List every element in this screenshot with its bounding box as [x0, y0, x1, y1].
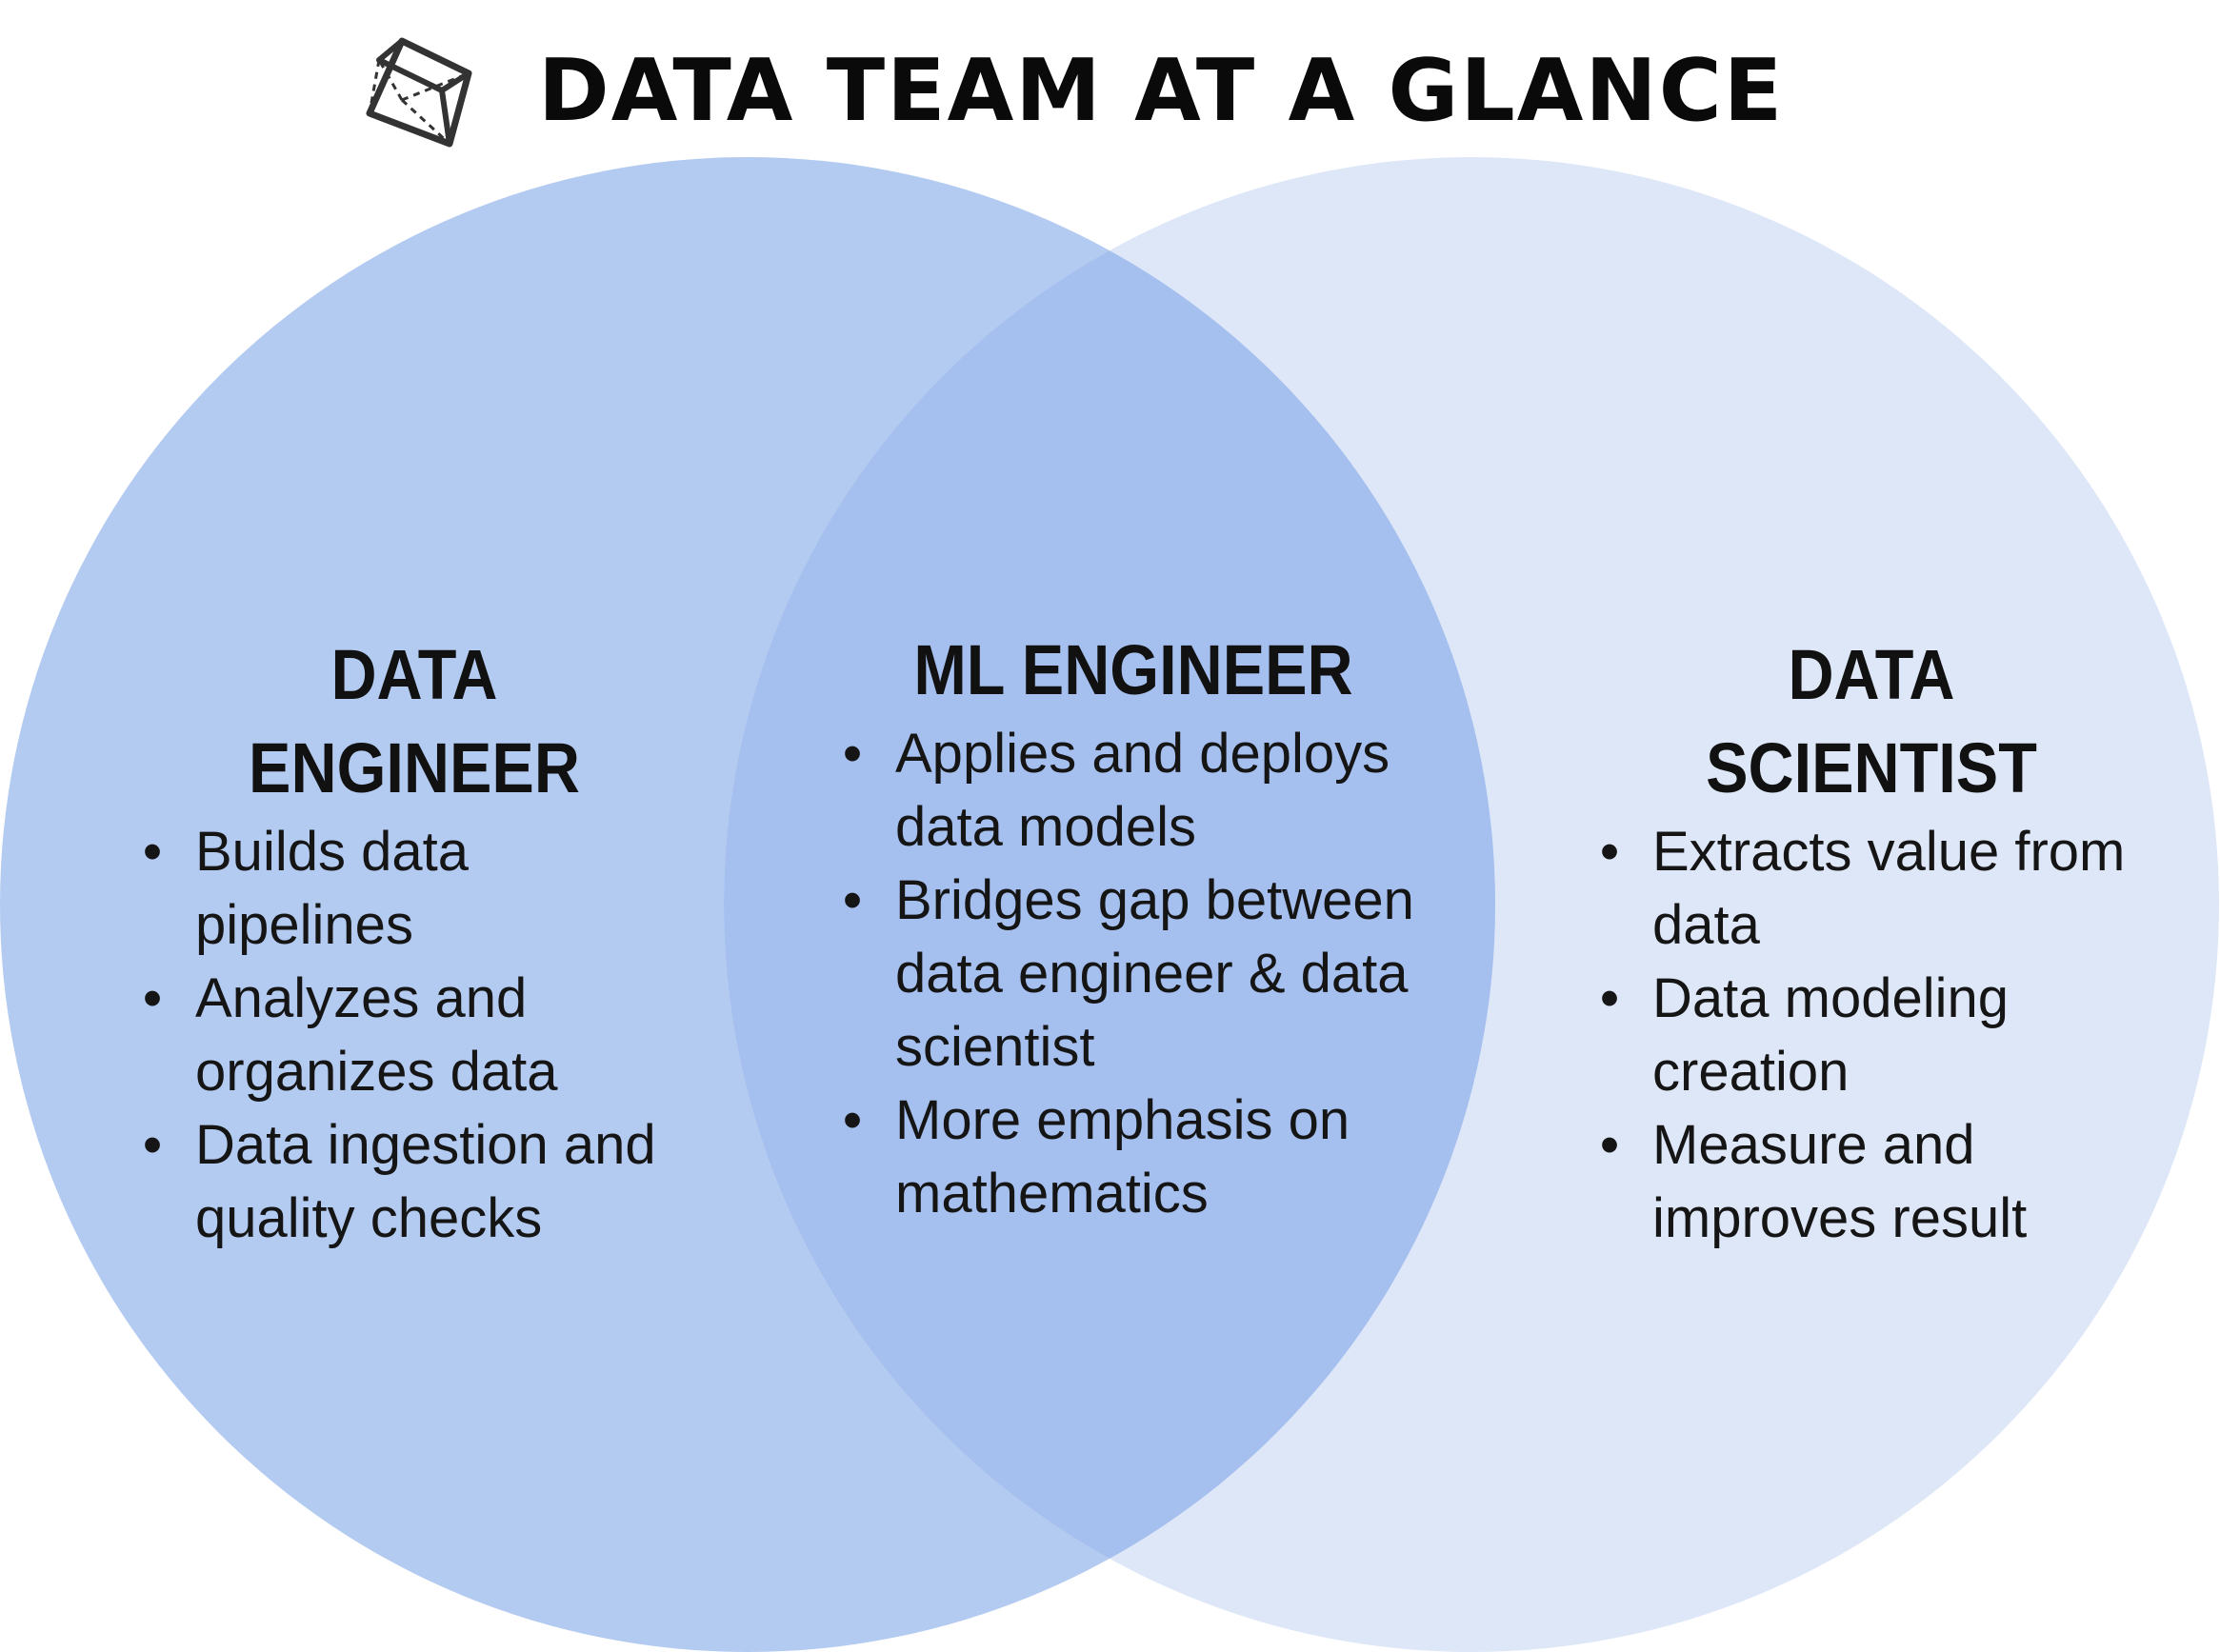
heading-line: DATA — [1788, 635, 1955, 714]
list-item-text: Bridges gap between data engineer & data… — [895, 869, 1414, 1078]
list-item: • Data ingestion and quality checks — [129, 1108, 700, 1255]
bullet-icon: • — [842, 723, 863, 785]
ml-engineer-heading: ML ENGINEER — [859, 624, 1408, 717]
list-item-text: Builds data pipelines — [195, 821, 469, 956]
title-row: DATA TEAM AT A GLANCE — [362, 29, 1784, 152]
list-item-text: Measure and improves result — [1652, 1114, 2028, 1249]
bullet-icon: • — [1599, 1114, 1620, 1176]
data-engineer-list: • Builds data pipelines • Analyzes and org… — [129, 815, 700, 1255]
heading-line: ML ENGINEER — [913, 630, 1353, 709]
list-item: • Applies and deploys data models — [829, 717, 1438, 864]
list-item: • Data modeling creation — [1586, 962, 2157, 1108]
bullet-icon: • — [1599, 821, 1620, 883]
data-scientist-list: • Extracts value from data • Data modeling… — [1586, 815, 2157, 1255]
heading-line: ENGINEER — [249, 728, 580, 807]
cube-icon — [362, 31, 481, 150]
ml-engineer-panel: ML ENGINEER • Applies and deploys data mo… — [829, 624, 1438, 1230]
ml-engineer-overlap — [724, 157, 1495, 1652]
list-item: • Builds data pipelines — [129, 815, 700, 962]
list-item: • Analyzes and organizes data — [129, 962, 700, 1108]
page-title: DATA TEAM AT A GLANCE — [538, 40, 1785, 141]
list-item-text: Data ingestion and quality checks — [195, 1114, 656, 1249]
list-item: • Extracts value from data — [1586, 815, 2157, 962]
ml-engineer-list: • Applies and deploys data models • Bridge… — [829, 717, 1438, 1230]
list-item: • Measure and improves result — [1586, 1108, 2157, 1255]
list-item-text: More emphasis on mathematics — [895, 1089, 1350, 1224]
heading-line: DATA — [330, 635, 498, 714]
list-item-text: Data modeling creation — [1652, 967, 2009, 1103]
bullet-icon: • — [1599, 967, 1620, 1029]
list-item-text: Extracts value from data — [1652, 821, 2126, 956]
list-item-text: Analyzes and organizes data — [195, 967, 558, 1103]
data-scientist-heading: DATA SCIENTIST — [1614, 628, 2129, 815]
bullet-icon: • — [142, 821, 163, 883]
list-item-text: Applies and deploys data models — [895, 723, 1390, 858]
data-engineer-panel: DATA ENGINEER • Builds data pipelines • An… — [129, 628, 700, 1255]
heading-line: SCIENTIST — [1706, 728, 2037, 807]
data-scientist-panel: DATA SCIENTIST • Extracts value from data… — [1586, 628, 2157, 1255]
data-engineer-heading: DATA ENGINEER — [157, 628, 671, 815]
list-item: • More emphasis on mathematics — [829, 1084, 1438, 1230]
list-item: • Bridges gap between data engineer & dat… — [829, 864, 1438, 1084]
bullet-icon: • — [142, 967, 163, 1029]
bullet-icon: • — [842, 869, 863, 931]
bullet-icon: • — [142, 1114, 163, 1176]
bullet-icon: • — [842, 1089, 863, 1151]
